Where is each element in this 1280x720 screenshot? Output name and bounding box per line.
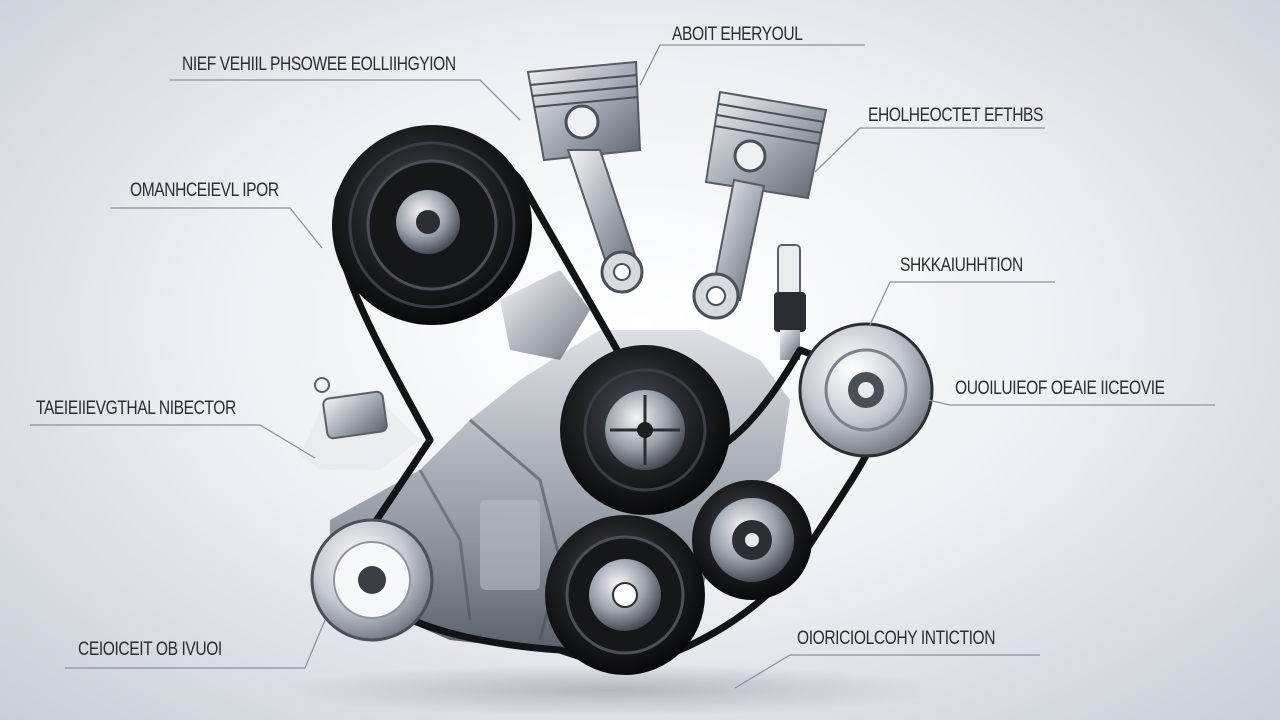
pulley-small-right — [692, 480, 812, 600]
pulley-center — [560, 345, 730, 515]
label-right-lower: OUOILUIEOF OEAIE IICEOVIE — [955, 378, 1165, 399]
leader-lines — [30, 44, 1215, 689]
pulley-top-left — [332, 125, 532, 325]
floor-shadow — [280, 664, 940, 716]
piston-left — [526, 60, 644, 294]
label-right-upper: EHOLHEOCTET EFTHBS — [868, 105, 1043, 126]
pulley-bottom-left-silver — [310, 518, 434, 642]
piston-right — [692, 90, 828, 320]
pulley-bottom-center — [545, 515, 705, 675]
label-right-middle: SHKKAIUHHTION — [900, 255, 1023, 276]
label-left-middle: TAEIEIIEVGTHAL NIBECTOR — [36, 398, 236, 419]
pulley-right-silver — [798, 322, 934, 458]
label-top-center: ABOIT EHERYOUL — [672, 24, 803, 45]
label-left-upper: OMANHCEIEVL IPOR — [130, 180, 279, 201]
spark-plug-right — [774, 244, 806, 360]
label-left-lower: CEIOICEIT OB IVUOI — [78, 639, 222, 660]
label-top-left: NIEF VEHIIL PHSOWEE EOLLIIHGYION — [182, 54, 456, 75]
label-bottom-right: OIORICIOLCOHY INTICTION — [797, 628, 996, 649]
injector-left — [300, 377, 420, 470]
